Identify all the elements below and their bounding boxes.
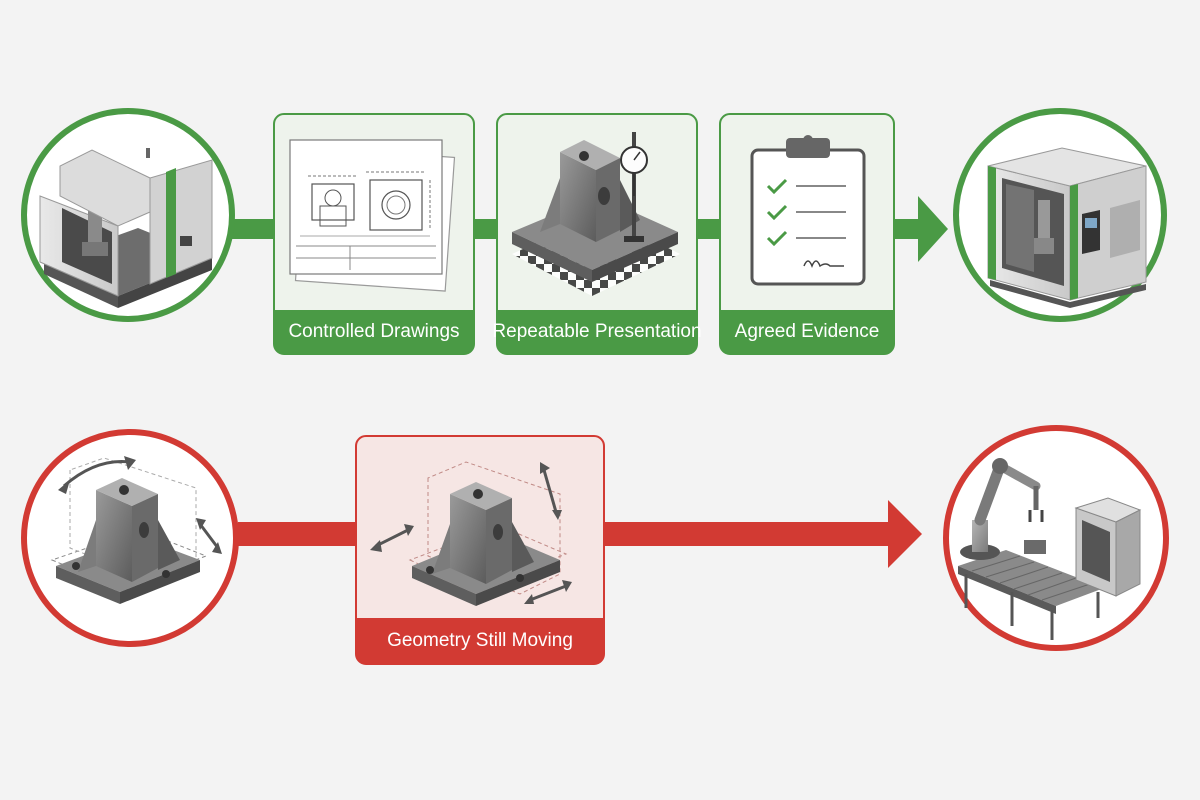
step-label: Controlled Drawings — [288, 321, 459, 342]
moving-geometry-bracket-icon — [370, 461, 572, 606]
step-label: Agreed Evidence — [735, 321, 880, 342]
step-card-agreed-evidence: Agreed Evidence — [719, 113, 895, 355]
step-card-repeatable-presentation: Repeatable Presentation — [492, 113, 702, 355]
robotic-production-line-icon — [958, 458, 1142, 640]
top-arrow-head — [918, 196, 948, 262]
step-label: Repeatable Presentation — [492, 321, 701, 342]
top-flow-connectors — [232, 196, 948, 262]
bottom-flow-connectors — [238, 500, 922, 568]
step-label: Geometry Still Moving — [387, 630, 573, 651]
fixture-dial-indicator-icon — [512, 132, 680, 296]
start-shifting-bracket-node — [21, 429, 239, 647]
enclosed-machining-center-icon — [987, 147, 1147, 308]
cnc-machine-icon — [39, 148, 213, 308]
bottom-arrow-head — [888, 500, 922, 568]
technical-drawing-icon — [289, 139, 456, 292]
end-robotic-production-line-node — [943, 425, 1169, 651]
step-card-geometry-still-moving: Geometry Still Moving — [355, 435, 605, 665]
start-cnc-machine-node — [21, 108, 235, 322]
step-card-controlled-drawings: Controlled Drawings — [273, 113, 475, 355]
shifting-bracket-icon — [50, 456, 222, 604]
clipboard-checklist-icon — [750, 135, 866, 286]
end-machining-center-node — [953, 108, 1167, 322]
